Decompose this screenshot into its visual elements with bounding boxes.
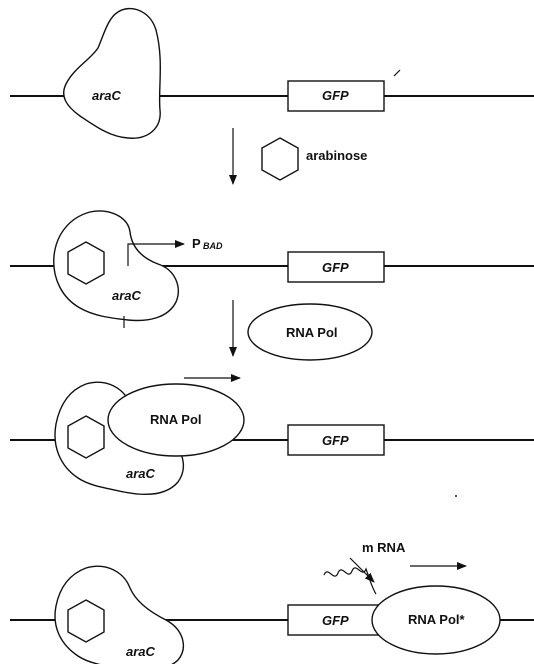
arabinose-hexagon xyxy=(261,137,299,181)
mrna-pointer-arrow xyxy=(349,557,375,583)
bound-arabinose-2 xyxy=(67,241,105,285)
arac-label-1: araC xyxy=(92,88,122,103)
mrna-strand xyxy=(323,567,377,595)
mrna-label: m RNA xyxy=(362,540,406,555)
arac-label-4: araC xyxy=(126,644,156,659)
step-arrow-1: arabinose xyxy=(229,128,367,185)
arac-protein-4 xyxy=(54,565,185,669)
dust-dot xyxy=(455,495,457,497)
panel-3: araC RNA Pol GFP xyxy=(10,374,534,497)
promoter-label: P xyxy=(192,236,201,251)
promoter-subscript: BAD xyxy=(203,241,223,251)
gfp-label-4: GFP xyxy=(322,613,349,628)
promoter-arrow xyxy=(127,240,185,266)
rna-pol-bound xyxy=(107,383,245,457)
arac-protein-1 xyxy=(62,7,161,139)
gfp-label-1: GFP xyxy=(322,88,349,103)
gfp-gene-2 xyxy=(287,251,385,283)
tick-mark xyxy=(393,69,401,77)
rna-pol-star-label: RNA Pol* xyxy=(408,612,466,627)
panel-4: araC GFP RNA Pol* m RNA xyxy=(10,540,534,669)
gfp-gene-3 xyxy=(287,424,385,456)
step-arrow-2: RNA Pol xyxy=(229,300,373,361)
rna-pol-label-bound: RNA Pol xyxy=(150,412,202,427)
panel-2: araC P BAD GFP xyxy=(10,210,534,328)
gfp-label-2: GFP xyxy=(322,260,349,275)
bound-arabinose-3 xyxy=(67,415,105,459)
rna-pol-free xyxy=(247,303,373,361)
arac-protein-2 xyxy=(53,210,179,322)
gfp-gene-1 xyxy=(287,80,385,112)
bound-arabinose-4 xyxy=(67,599,105,643)
arabinose-label: arabinose xyxy=(306,148,367,163)
rna-pol-label-free: RNA Pol xyxy=(286,325,338,340)
panel-1: araC GFP xyxy=(10,7,534,139)
gfp-label-3: GFP xyxy=(322,433,349,448)
arac-label-3: araC xyxy=(126,466,156,481)
rna-pol-transcribing xyxy=(371,585,501,655)
arac-label-2: araC xyxy=(112,288,142,303)
